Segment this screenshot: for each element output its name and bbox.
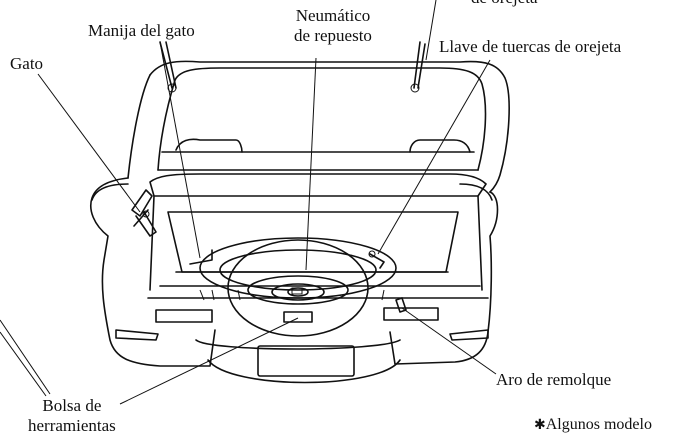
label-spare-tire: Neumático de repuesto (278, 6, 388, 46)
asterisk-icon: ✱ (534, 417, 546, 433)
label-lug-wrench: Llave de tuercas de orejeta (439, 37, 622, 56)
label-spare-tire-line2: de repuesto (294, 26, 372, 45)
leader-truncated (425, 0, 437, 61)
jack-drawing (131, 189, 157, 237)
label-truncated-top: de orejeta (471, 0, 538, 8)
tool-bag-drawing (283, 311, 313, 323)
jack-handle-drawing (189, 249, 213, 265)
leader-tow-hook (401, 307, 497, 375)
footnote-some-models: ✱Algunos modelo (534, 415, 652, 435)
leader-jack (37, 73, 141, 213)
label-tool-bag: Bolsa de herramientas (28, 396, 116, 436)
label-tool-bag-line2: herramientas (28, 416, 116, 435)
footnote-text: Algunos modelo (545, 416, 652, 433)
leader-lines (0, 0, 497, 405)
label-tow-hook: Aro de remolque (496, 370, 612, 389)
label-jack: Gato (10, 54, 44, 73)
leader-lug-wrench (377, 59, 491, 255)
leader-tool-bag (119, 317, 299, 405)
spare-tire-drawing (199, 237, 397, 337)
lug-wrench-drawing (368, 250, 385, 269)
leader-left-extra (0, 319, 51, 397)
label-tool-bag-line1: Bolsa de (42, 396, 102, 415)
tow-hook-drawing (395, 297, 407, 313)
label-jack-handle: Manija del gato (88, 21, 195, 40)
leader-spare-tire (305, 57, 317, 271)
label-spare-tire-line1: Neumático (295, 6, 371, 25)
car-body (90, 41, 510, 384)
leader-jack-handle (159, 41, 201, 259)
